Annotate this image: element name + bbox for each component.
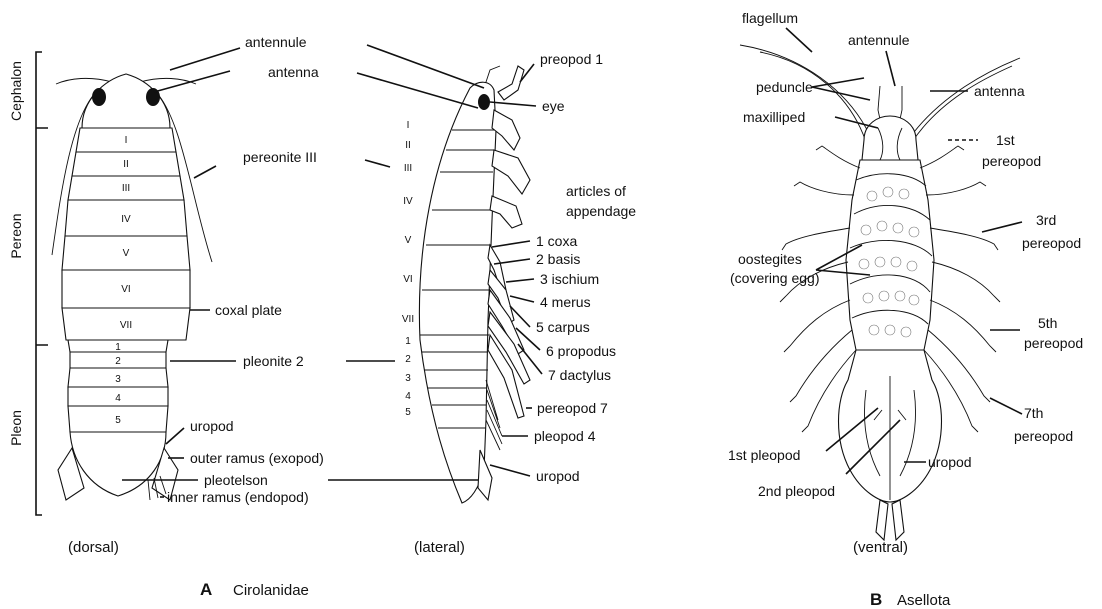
label-2nd-pleopod: 2nd pleopod [758, 483, 835, 499]
label-p3-a: 3rd [1036, 212, 1056, 228]
label-antenna: antenna [268, 64, 319, 80]
label-outer-ramus: outer ramus (exopod) [190, 450, 324, 466]
panel-a-letter: A [200, 580, 212, 599]
label-p3-b: pereopod [1022, 235, 1081, 251]
dorsal-pereonite-num: III [122, 183, 130, 194]
label-oostegites-a: oostegites [738, 251, 802, 267]
label-maxilliped: maxilliped [743, 109, 805, 125]
label-eye: eye [542, 98, 565, 114]
lateral-eye [478, 94, 490, 110]
label-uropod-dorsal: uropod [190, 418, 234, 434]
label-article-ischium: 3 ischium [540, 271, 599, 287]
label-uropod-b: uropod [928, 454, 972, 470]
lateral-roman: VII [402, 314, 414, 325]
dorsal-view: Cephalon Pereon Pleon I II [8, 52, 212, 515]
lateral-roman: I [407, 120, 410, 131]
lateral-roman: IV [403, 196, 413, 207]
label-antenna-b: antenna [974, 83, 1025, 99]
label-flagellum: flagellum [742, 10, 798, 26]
panel-b-name: Asellota [897, 592, 951, 609]
label-p1-a: 1st [996, 132, 1015, 148]
label-antennule-b: antennule [848, 32, 910, 48]
lateral-roman: III [404, 163, 412, 174]
dorsal-pleonite-num: 2 [115, 356, 121, 367]
lateral-roman: VI [403, 274, 412, 285]
label-article-propodus: 6 propodus [546, 343, 616, 359]
label-preopod-1: preopod 1 [540, 51, 603, 67]
label-article-carpus: 5 carpus [536, 319, 590, 335]
label-articles-2: appendage [566, 203, 636, 219]
label-coxal-plate: coxal plate [215, 302, 282, 318]
label-p5-a: 5th [1038, 315, 1057, 331]
region-cephalon: Cephalon [8, 61, 24, 121]
label-pereonite-iii: pereonite III [243, 149, 317, 165]
view-lateral: (lateral) [414, 539, 465, 556]
dorsal-pereonite-num: VI [121, 284, 130, 295]
panel-a-labels: antennule antenna pereonite III coxal pl… [122, 34, 636, 505]
lateral-arabic: 1 [405, 336, 411, 347]
label-article-basis: 2 basis [536, 251, 580, 267]
label-article-coxa: 1 coxa [536, 233, 577, 249]
label-pereopod-7: pereopod 7 [537, 400, 608, 416]
dorsal-pereonite-num: I [125, 135, 128, 146]
ventral-pereon [846, 160, 934, 350]
label-pleotelson: pleotelson [204, 472, 268, 488]
label-inner-ramus: inner ramus (endopod) [167, 489, 309, 505]
dorsal-pereonite-num: II [123, 159, 129, 170]
dorsal-pleonite-num: 3 [115, 374, 121, 385]
dorsal-pereonite-num: VII [120, 320, 132, 331]
ventral-head [862, 116, 918, 160]
panel-a-name: Cirolanidae [233, 582, 309, 599]
region-pereon: Pereon [8, 213, 24, 258]
captions: (dorsal) (lateral) (ventral) A Cirolanid… [68, 539, 951, 609]
label-article-merus: 4 merus [540, 294, 591, 310]
dorsal-pleonite-num: 5 [115, 415, 121, 426]
lateral-roman: II [405, 140, 411, 151]
label-article-dactylus: 7 dactylus [548, 367, 611, 383]
view-dorsal: (dorsal) [68, 539, 119, 556]
lateral-arabic: 5 [405, 407, 411, 418]
region-pleon: Pleon [8, 410, 24, 446]
label-pleopod-4: pleopod 4 [534, 428, 596, 444]
label-articles-1: articles of [566, 183, 626, 199]
label-p7-a: 7th [1024, 405, 1043, 421]
dorsal-pereonite-num: IV [121, 214, 131, 225]
label-oostegites-b: (covering egg) [730, 270, 820, 286]
lateral-arabic: 3 [405, 373, 411, 384]
lateral-arabic: 4 [405, 391, 411, 402]
label-peduncle: peduncle [756, 79, 813, 95]
dorsal-pleotelson [70, 432, 166, 496]
lateral-body [419, 82, 496, 503]
label-uropod-lateral: uropod [536, 468, 580, 484]
panel-b-letter: B [870, 590, 882, 609]
dorsal-pereonite-num: V [123, 248, 130, 259]
label-p7-b: pereopod [1014, 428, 1073, 444]
label-1st-pleopod: 1st pleopod [728, 447, 800, 463]
dorsal-eye-left [92, 88, 106, 106]
lateral-roman: V [405, 235, 412, 246]
lateral-view: I II III IV V VI VII 1 2 3 4 5 [402, 66, 530, 503]
label-p1-b: pereopod [982, 153, 1041, 169]
dorsal-pleonite-num: 1 [115, 342, 121, 353]
dorsal-pleonite-num: 4 [115, 393, 121, 404]
label-p5-b: pereopod [1024, 335, 1083, 351]
lateral-arabic: 2 [405, 354, 411, 365]
label-pleonite-2: pleonite 2 [243, 353, 304, 369]
label-antennule: antennule [245, 34, 307, 50]
view-ventral: (ventral) [853, 539, 908, 556]
